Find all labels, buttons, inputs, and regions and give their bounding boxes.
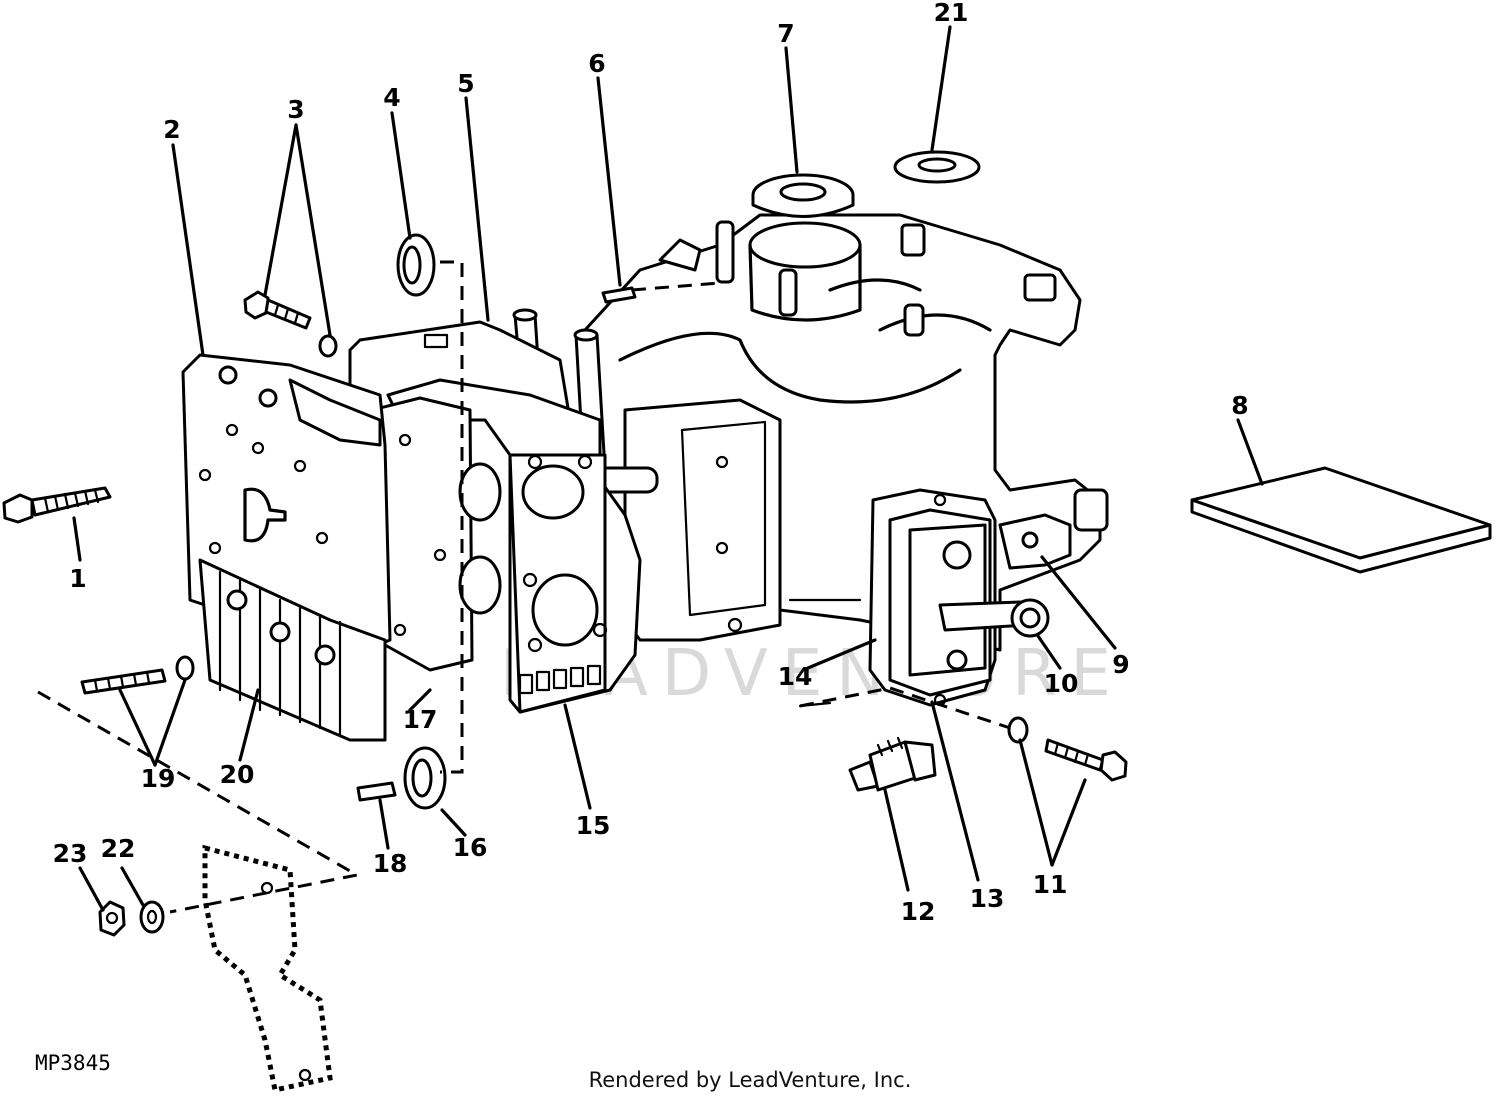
gasket-slot — [423, 333, 449, 349]
washer-22 — [139, 900, 165, 934]
plate-8 — [1190, 466, 1492, 574]
callout-18: 18 — [373, 849, 408, 878]
mounting-bracket-dotted — [202, 844, 333, 1093]
callout-1: 1 — [69, 564, 86, 593]
bolt-1 — [2, 486, 112, 524]
callout-14: 14 — [778, 662, 813, 691]
assembly-lines — [37, 260, 1011, 914]
stud-and-washer-19 — [80, 655, 195, 695]
footer-credit: Rendered by LeadVenture, Inc. — [588, 1068, 912, 1092]
callout-9: 9 — [1112, 650, 1129, 679]
callout-numbers: 1 2 3 4 5 6 7 8 9 10 11 12 13 14 15 16 1… — [53, 0, 1249, 926]
cylinder-cover-2 — [181, 353, 392, 742]
cylinder-head-15 — [386, 378, 642, 714]
callout-23: 23 — [53, 839, 88, 868]
seal-16 — [403, 746, 447, 810]
callout-12: 12 — [901, 897, 936, 926]
callout-8: 8 — [1231, 391, 1248, 420]
cover-plate-13 — [868, 488, 997, 707]
washer-21 — [893, 150, 981, 184]
callout-7: 7 — [777, 19, 794, 48]
figure-code: MP3845 — [35, 1051, 111, 1075]
leader-lines — [72, 25, 1264, 912]
callout-2: 2 — [163, 115, 180, 144]
callout-11: 11 — [1033, 870, 1068, 899]
bolt-and-washer-3 — [243, 290, 338, 358]
callout-22: 22 — [101, 834, 136, 863]
callout-19: 19 — [141, 764, 176, 793]
dowel-pin-18 — [356, 781, 397, 802]
callout-5: 5 — [457, 69, 474, 98]
dowel-pin-6 — [601, 286, 637, 304]
seal-4 — [396, 233, 436, 297]
callout-17: 17 — [403, 705, 438, 734]
bolt-and-washer-11 — [1007, 716, 1128, 782]
callout-13: 13 — [970, 884, 1005, 913]
fitting-12 — [848, 736, 937, 792]
callout-20: 20 — [220, 760, 255, 789]
nut-23 — [98, 900, 126, 937]
callout-6: 6 — [588, 49, 605, 78]
seal-7 — [751, 173, 855, 218]
callout-4: 4 — [383, 83, 400, 112]
callout-15: 15 — [576, 811, 611, 840]
callout-10: 10 — [1044, 669, 1079, 698]
callout-3: 3 — [287, 95, 304, 124]
crankcase — [583, 213, 1109, 652]
callout-21: 21 — [934, 0, 969, 27]
callout-16: 16 — [453, 833, 488, 862]
gasket-17 — [378, 396, 502, 672]
bracket-9-hole — [1021, 531, 1039, 549]
